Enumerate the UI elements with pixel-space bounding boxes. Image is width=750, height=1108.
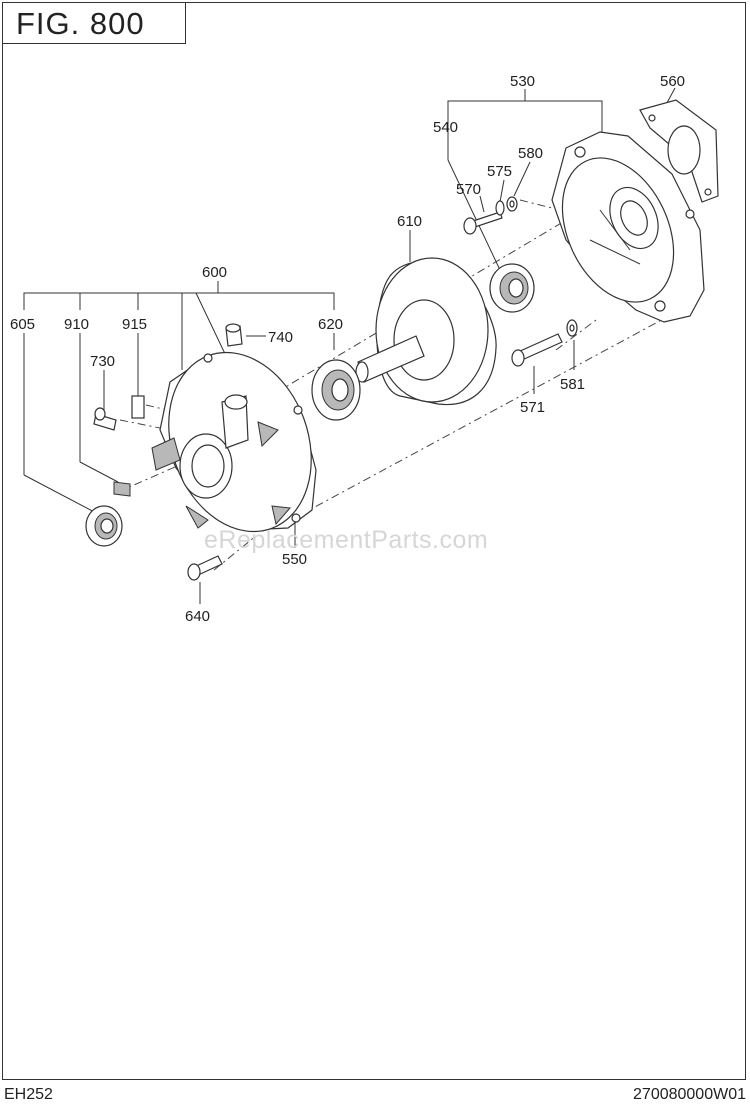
callout-530: 530 bbox=[510, 73, 535, 90]
part-640-bolt bbox=[187, 555, 223, 581]
callout-580: 580 bbox=[518, 145, 543, 162]
callout-640: 640 bbox=[185, 608, 210, 625]
part-910-label bbox=[113, 481, 131, 497]
callout-600: 600 bbox=[202, 264, 227, 281]
part-605-oil-seal bbox=[85, 505, 123, 547]
callout-560: 560 bbox=[660, 73, 685, 90]
part-570-bolt bbox=[463, 211, 503, 235]
part-620-bearing bbox=[311, 359, 361, 421]
part-730-plug bbox=[93, 407, 117, 431]
drawing-frame bbox=[2, 2, 746, 1080]
part-915-label bbox=[131, 395, 145, 419]
callout-labels: 530 560 540 580 575 570 610 600 605 910 … bbox=[10, 73, 685, 625]
part-581-washer bbox=[566, 319, 578, 337]
footer-model: EH252 bbox=[4, 1086, 53, 1103]
callout-575: 575 bbox=[487, 163, 512, 180]
callout-540: 540 bbox=[433, 119, 458, 136]
part-540-bearing bbox=[489, 263, 535, 313]
callout-915: 915 bbox=[122, 316, 147, 333]
callout-571: 571 bbox=[520, 399, 545, 416]
callout-605: 605 bbox=[10, 316, 35, 333]
part-580-washer bbox=[506, 196, 518, 212]
part-600-crankcase-cover bbox=[151, 351, 317, 533]
part-530-flange-housing bbox=[551, 131, 705, 323]
part-560-gasket bbox=[639, 99, 719, 203]
callout-730: 730 bbox=[90, 353, 115, 370]
callout-581: 581 bbox=[560, 376, 585, 393]
part-610-flywheel bbox=[355, 257, 497, 406]
part-740-plug bbox=[225, 323, 243, 347]
callout-570: 570 bbox=[456, 181, 481, 198]
footer-code: 270080000W01 bbox=[633, 1086, 746, 1103]
part-575-washer bbox=[495, 200, 505, 216]
watermark-text: eReplacementParts.com bbox=[204, 526, 489, 554]
callout-550: 550 bbox=[282, 551, 307, 568]
figure-title: FIG. 800 bbox=[16, 6, 145, 41]
callout-910: 910 bbox=[64, 316, 89, 333]
leader-lines bbox=[23, 87, 676, 604]
callout-740: 740 bbox=[268, 329, 293, 346]
part-571-bolt bbox=[511, 333, 563, 367]
callout-610: 610 bbox=[397, 213, 422, 230]
figure-title-box: FIG. 800 bbox=[2, 2, 186, 44]
callout-620: 620 bbox=[318, 316, 343, 333]
